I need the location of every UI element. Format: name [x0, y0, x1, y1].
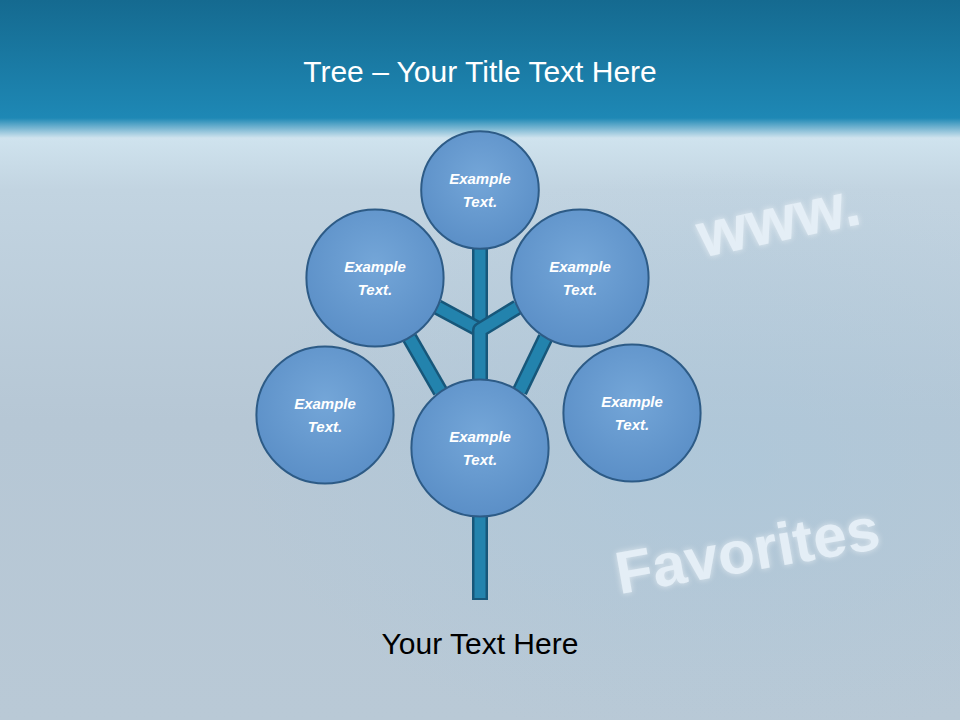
circle-shape: [411, 379, 548, 516]
tree-branch: [480, 307, 517, 379]
node-text: Example Text.: [438, 425, 522, 471]
branch-fill: [520, 338, 546, 392]
node-text: Example Text.: [283, 392, 367, 438]
circle-shape: [306, 209, 443, 346]
branch-fill: [480, 307, 517, 379]
circle-outline: [255, 345, 395, 485]
circle-shape: [421, 131, 539, 249]
circle-shape: [256, 346, 393, 483]
node-text: Example Text.: [333, 255, 417, 301]
slide-title: Tree – Your Title Text Here: [0, 52, 960, 92]
tree-trunk: [480, 505, 481, 600]
tree-circle: Example Text.: [562, 343, 702, 483]
circle-outline: [562, 343, 702, 483]
circle-shape: [511, 209, 648, 346]
tree-circle: Example Text.: [410, 378, 550, 518]
node-text: Example Text.: [590, 390, 674, 436]
circle-outline: [410, 378, 550, 518]
circle-outline: [510, 208, 650, 348]
branch-fill: [410, 338, 441, 392]
tree-circle: Example Text.: [510, 208, 650, 348]
branch-outline: [410, 338, 441, 392]
tree-circle: Example Text.: [420, 130, 540, 250]
tree-circle: Example Text.: [305, 208, 445, 348]
branch-outline: [520, 338, 546, 392]
node-text: Example Text.: [538, 255, 622, 301]
tree-circle: Example Text.: [255, 345, 395, 485]
circle-outline: [420, 130, 540, 250]
circle-shape: [563, 344, 700, 481]
tree-branch: [410, 338, 441, 392]
circle-outline: [305, 208, 445, 348]
branch-outline: [480, 307, 517, 379]
caption-text: Your Text Here: [0, 624, 960, 664]
tree-branch: [520, 338, 546, 392]
node-text: Example Text.: [438, 167, 522, 213]
